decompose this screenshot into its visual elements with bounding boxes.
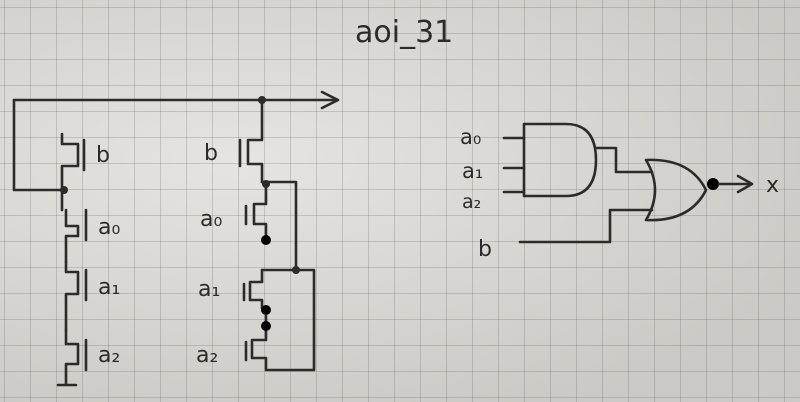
gate-input-a2: a₂ xyxy=(462,191,481,213)
diagram-title: aoi_31 xyxy=(355,15,453,50)
pullup-label-b: b xyxy=(204,141,218,166)
gate-input-b: b xyxy=(478,237,492,262)
right-transistor-network xyxy=(238,96,316,372)
pulldown-label-a0: a₀ xyxy=(98,215,120,240)
left-transistor-stack xyxy=(56,132,88,387)
pullup-label-a1: a₁ xyxy=(198,277,220,302)
and-gate xyxy=(502,122,598,198)
nor-gate xyxy=(518,146,754,244)
gate-input-a1: a₁ xyxy=(462,159,483,183)
pulldown-label-b: b xyxy=(96,143,110,168)
pullup-label-a2: a₂ xyxy=(196,343,218,368)
gate-output-x: x xyxy=(766,173,779,198)
gate-input-a0: a₀ xyxy=(460,125,481,149)
pulldown-label-a2: a₂ xyxy=(98,343,120,368)
output-rail xyxy=(12,90,340,194)
pulldown-label-a1: a₁ xyxy=(98,275,120,300)
pullup-label-a0: a₀ xyxy=(200,207,222,232)
